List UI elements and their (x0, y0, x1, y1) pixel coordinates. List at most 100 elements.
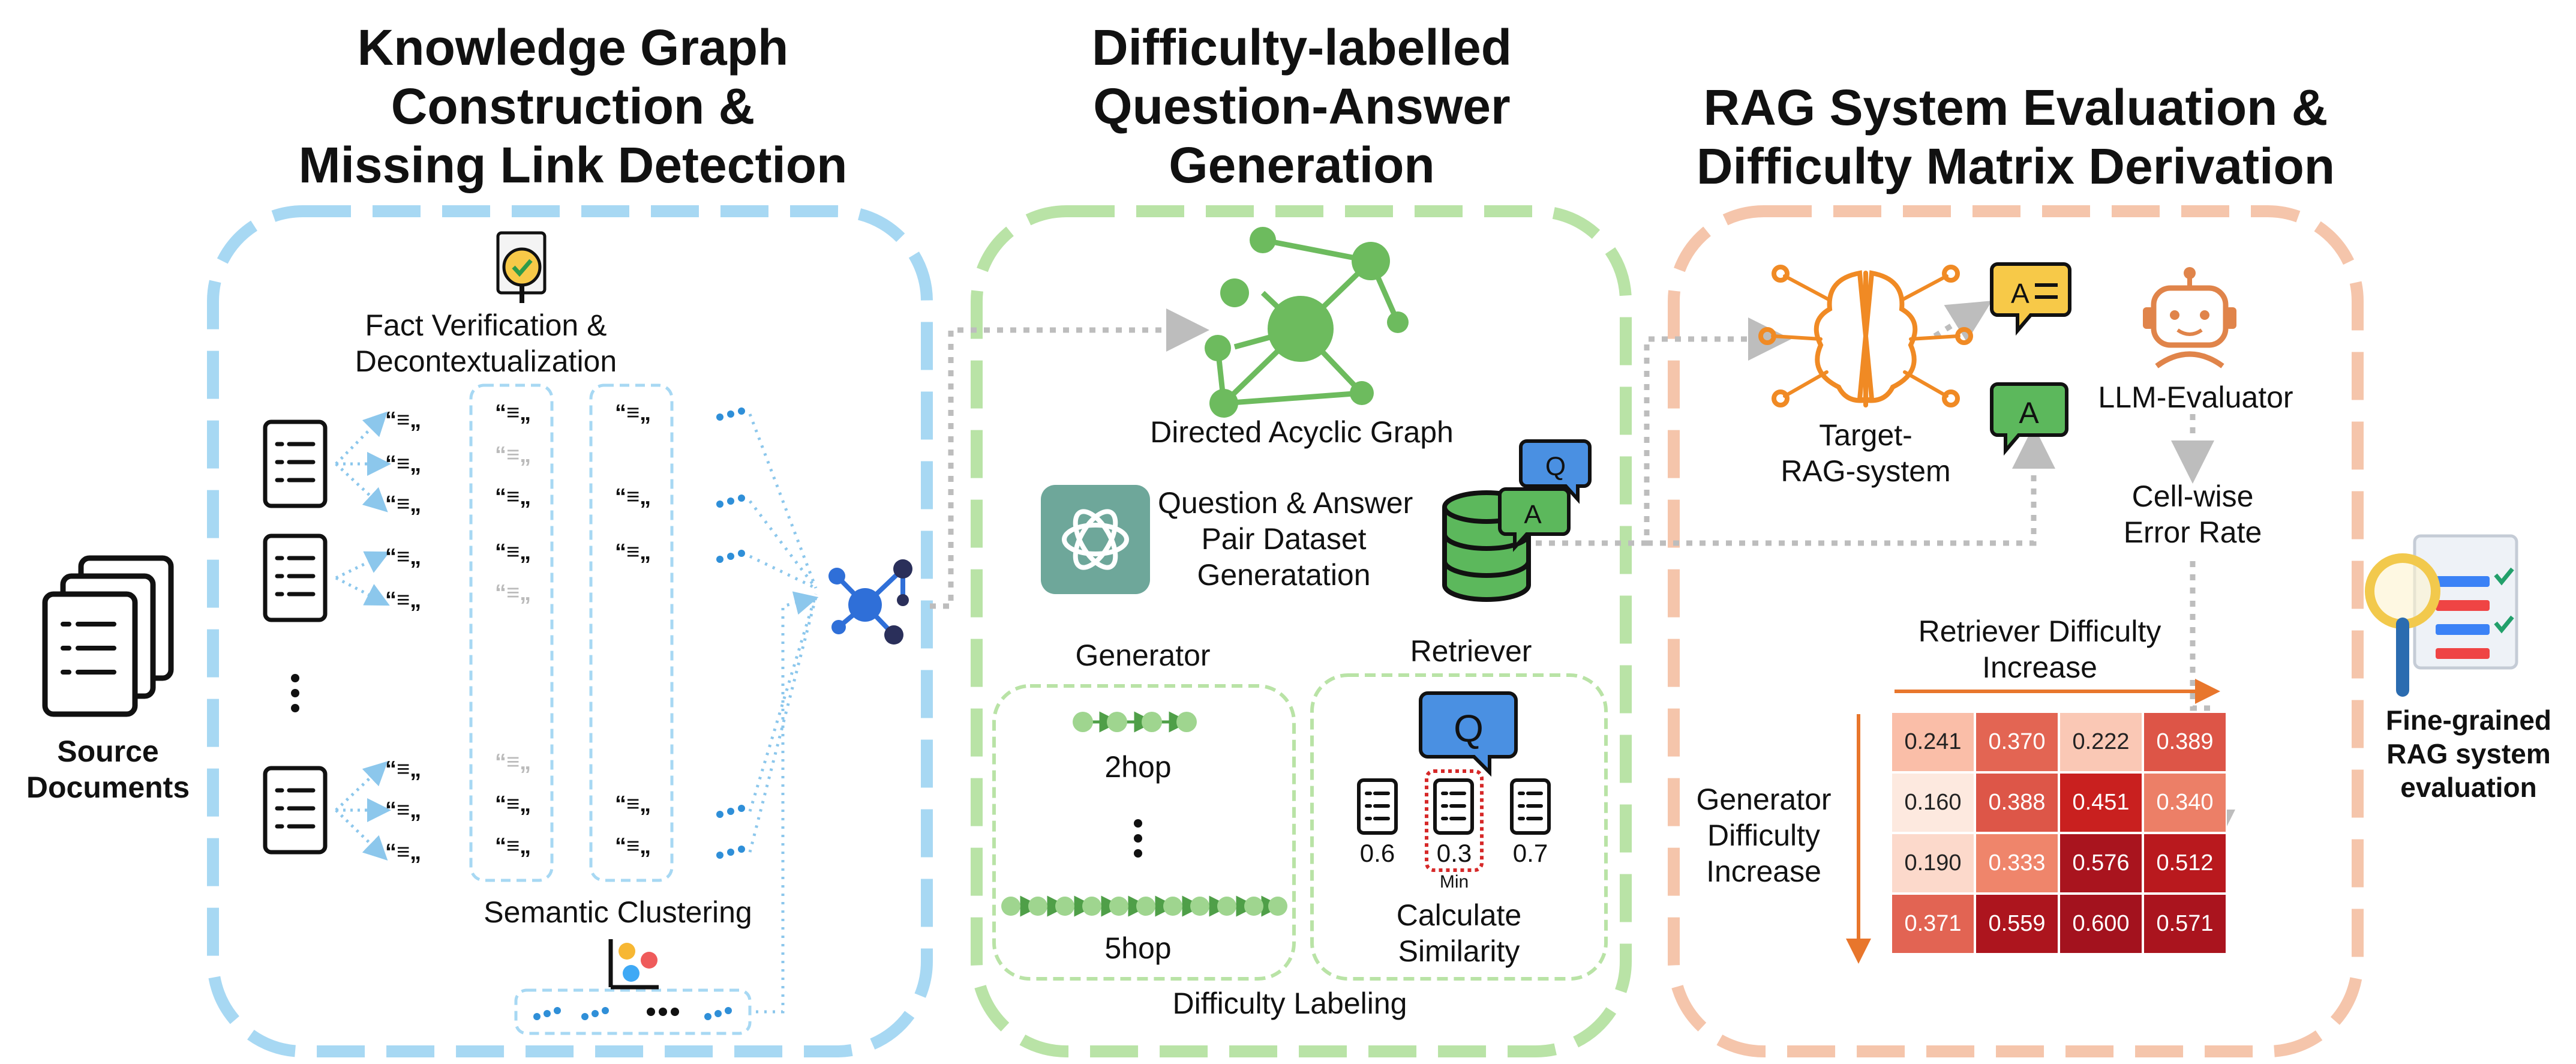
doc-to-fact-connectors (335, 411, 391, 861)
svg-text:“≡„: “≡„ (385, 798, 421, 823)
svg-text:“≡„: “≡„ (495, 834, 531, 859)
svg-text:“≡„: “≡„ (495, 750, 531, 775)
fine-grained-label: Fine-grained RAG system evaluation (2385, 705, 2552, 803)
svg-text:“≡„: “≡„ (615, 540, 651, 565)
document-icon (263, 419, 328, 855)
quote-icon: “≡„ “≡„ “≡„ “≡„ “≡„ “≡„ “≡„ “≡„ “≡„ “≡„ “≡„ “≡… (495, 400, 651, 859)
svg-text:“≡„: “≡„ (385, 757, 421, 782)
difficulty-labeling-label: Difficulty Labeling (1172, 987, 1407, 1020)
hop-5-label: 5hop (1104, 931, 1172, 965)
cluster-column (589, 383, 674, 882)
retriever-label: Retriever (1410, 634, 1532, 668)
dots-cluster-icon (533, 1007, 732, 1020)
svg-text:“≡„: “≡„ (615, 400, 651, 425)
svg-text:“≡„: “≡„ (385, 407, 421, 433)
ellipsis-dots (647, 1008, 679, 1016)
cluster-to-graph-connectors (748, 413, 819, 1014)
panel-qa-generation (971, 205, 1632, 1057)
section2-title: Difficulty-labelled Question-Answer Gene… (1091, 19, 1512, 193)
semantic-clustering-label: Semantic Clustering (484, 895, 752, 929)
heatmap-cell: 0.600 (2059, 894, 2143, 954)
brain-icon (1758, 265, 1973, 407)
svg-text:“≡„: “≡„ (385, 491, 421, 517)
heatmap-cell: 0.389 (2143, 712, 2227, 772)
svg-text:“≡„: “≡„ (385, 840, 421, 865)
target-rag-label: Target- RAG-system (1781, 418, 1951, 488)
svg-text:“≡„: “≡„ (495, 792, 531, 817)
svg-text:“≡„: “≡„ (615, 484, 651, 509)
heatmap-cell: 0.576 (2059, 833, 2143, 894)
fact-column (469, 383, 554, 882)
score-2: 0.3 (1436, 839, 1472, 867)
qa-dataset-label: Question & Answer Pair Dataset Generatat… (1158, 486, 1413, 592)
source-documents-label: Source Documents (26, 735, 190, 804)
svg-text:“≡„: “≡„ (385, 451, 421, 476)
svg-text:“≡„: “≡„ (615, 834, 651, 859)
svg-text:“≡„: “≡„ (495, 400, 531, 425)
heatmap-cell: 0.340 (2143, 772, 2227, 833)
dots-cluster-icon (716, 407, 745, 859)
heatmap-cell: 0.222 (2059, 712, 2143, 772)
score-3: 0.7 (1512, 839, 1548, 867)
fact-check-icon (496, 231, 547, 303)
magnifier-report-icon (2365, 534, 2518, 697)
source-documents-icon (42, 555, 174, 717)
svg-text:A: A (2011, 278, 2029, 309)
heatmap-cell: 0.512 (2143, 833, 2227, 894)
heatmap-cell: 0.241 (1891, 712, 1975, 772)
a-bubble-icon: A (1498, 487, 1571, 552)
fact-verification-label: Fact Verification & Decontextualization (355, 308, 617, 378)
svg-text:“≡„: “≡„ (615, 792, 651, 817)
score-1: 0.6 (1359, 839, 1395, 867)
retriever-subpanel (1310, 673, 1608, 981)
q-bubble-icon: Q (1519, 439, 1592, 504)
hop-2-label: 2hop (1104, 750, 1172, 784)
svg-text:A: A (1524, 500, 1542, 529)
vertical-ellipsis (1134, 819, 1142, 858)
generator-subpanel (992, 684, 1296, 981)
svg-text:“≡„: “≡„ (495, 540, 531, 565)
quote-icon: “≡„ “≡„ “≡„ “≡„ “≡„ “≡„ “≡„ “≡„ (385, 407, 421, 865)
min-highlight (1425, 769, 1484, 872)
cluster-pill (514, 988, 752, 1035)
heatmap-cell: 0.333 (1975, 833, 2059, 894)
answer-text-bubble-icon: A (1990, 262, 2071, 336)
svg-text:“≡„: “≡„ (495, 580, 531, 606)
llm-evaluator-label: LLM-Evaluator (2098, 380, 2293, 414)
dag-graph-icon (1205, 227, 1409, 418)
cell-wise-error-label: Cell-wise Error Rate (2123, 479, 2262, 549)
svg-text:Q: Q (1454, 707, 1484, 750)
section1-title: Knowledge Graph Construction & Missing L… (298, 19, 848, 193)
svg-text:“≡„: “≡„ (385, 544, 421, 570)
svg-text:Q: Q (1545, 452, 1566, 481)
generator-difficulty-label: Generator Difficulty Increase (1696, 783, 1832, 888)
kg-to-dag-connector (930, 308, 1209, 609)
calculate-similarity-label: Calculate Similarity (1396, 898, 1522, 968)
svg-text:“≡„: “≡„ (385, 588, 421, 613)
hop-chain-5 (1001, 895, 1287, 917)
panel-rag-evaluation (1668, 205, 2364, 1057)
heatmap-cell: 0.571 (2143, 894, 2227, 954)
a-bubble-icon: A (1990, 382, 2068, 456)
hop-chain-2 (1073, 711, 1197, 733)
heatmap-cell: 0.451 (2059, 772, 2143, 833)
heatmap-cell: 0.371 (1891, 894, 1975, 954)
heatmap-cell: 0.559 (1975, 894, 2059, 954)
svg-text:“≡„: “≡„ (495, 484, 531, 509)
vertical-ellipsis (291, 674, 299, 712)
heatmap-cell: 0.388 (1975, 772, 2059, 833)
heatmap-cell: 0.370 (1975, 712, 2059, 772)
retrieved-doc-icon (1357, 778, 1551, 835)
svg-text:“≡„: “≡„ (495, 442, 531, 467)
robot-icon (2143, 267, 2236, 368)
chatgpt-logo-icon (1041, 485, 1150, 594)
heatmap-cell: 0.160 (1891, 772, 1975, 833)
scatter-icon (608, 939, 659, 990)
min-label: Min (1439, 872, 1469, 892)
generator-label: Generator (1075, 639, 1211, 672)
panel-knowledge-graph (207, 205, 933, 1057)
dag-label: Directed Acyclic Graph (1150, 415, 1454, 449)
q-bubble-icon: Q (1419, 691, 1518, 777)
heatmap-cell: 0.190 (1891, 833, 1975, 894)
